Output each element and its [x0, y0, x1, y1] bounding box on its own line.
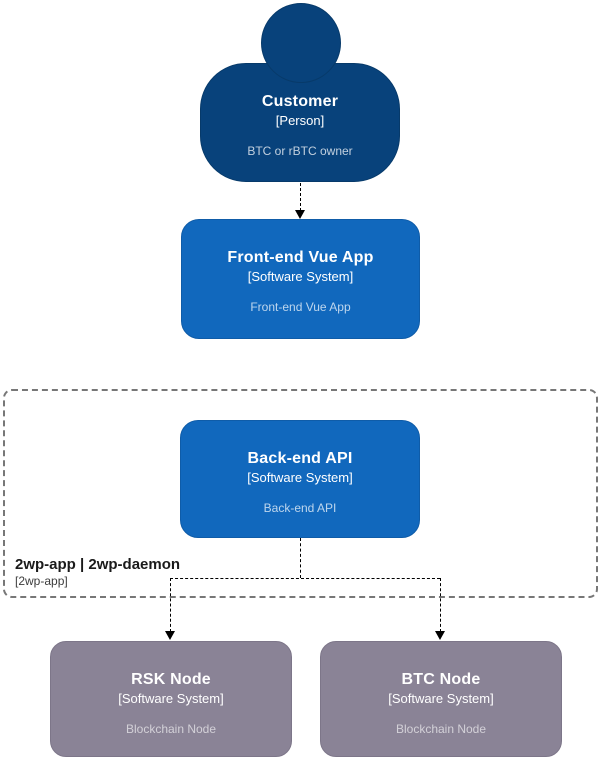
- system-description: Front-end Vue App: [250, 300, 351, 314]
- arrowhead-frontend-icon: [295, 210, 305, 219]
- arrowhead-rsk-icon: [165, 631, 175, 640]
- system-type: [Software System]: [247, 470, 353, 485]
- connector-backend-btc: [440, 578, 441, 632]
- person-description: BTC or rBTC owner: [247, 144, 353, 158]
- system-type: [Software System]: [388, 691, 494, 706]
- system-name: Front-end Vue App: [227, 249, 374, 266]
- system-rsk-node: RSK Node [Software System] Blockchain No…: [50, 641, 292, 757]
- boundary-sublabel: [2wp-app]: [15, 574, 68, 588]
- connector-backend-stem: [300, 538, 301, 578]
- system-frontend-vue-app: Front-end Vue App [Software System] Fron…: [181, 219, 420, 339]
- system-name: Back-end API: [247, 450, 353, 467]
- connector-customer-frontend: [300, 183, 301, 211]
- system-description: Back-end API: [263, 501, 337, 515]
- person-head-icon: [261, 3, 341, 83]
- system-description: Blockchain Node: [395, 722, 487, 736]
- system-description: Blockchain Node: [125, 722, 217, 736]
- boundary-2wp-app: 2wp-app | 2wp-daemon [2wp-app]: [3, 389, 598, 598]
- connector-backend-rsk: [170, 578, 171, 632]
- system-type: [Software System]: [247, 269, 354, 284]
- boundary-label-group: 2wp-app | 2wp-daemon [2wp-app]: [15, 556, 180, 589]
- system-type: [Software System]: [118, 691, 224, 706]
- connector-backend-branch: [170, 578, 440, 579]
- system-name: RSK Node: [131, 671, 211, 688]
- person-name: Customer: [261, 93, 339, 110]
- boundary-label: 2wp-app | 2wp-daemon: [15, 556, 181, 573]
- person-type: [Person]: [275, 113, 325, 128]
- arrowhead-btc-icon: [435, 631, 445, 640]
- system-btc-node: BTC Node [Software System] Blockchain No…: [320, 641, 562, 757]
- system-name: BTC Node: [401, 671, 481, 688]
- system-backend-api: Back-end API [Software System] Back-end …: [180, 420, 420, 538]
